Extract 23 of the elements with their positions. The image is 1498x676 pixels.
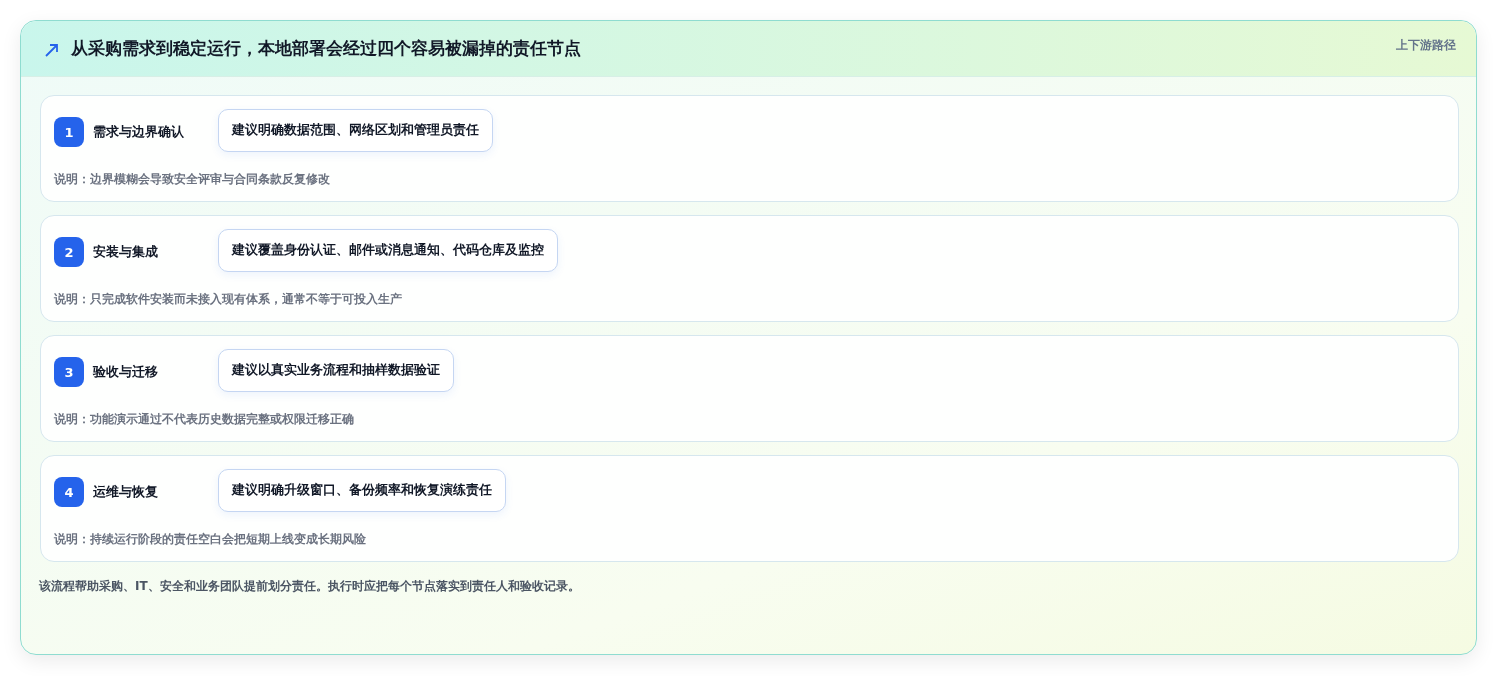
- step-note: 说明：功能演示通过不代表历史数据完整或权限迁移正确: [54, 411, 354, 428]
- step-number-badge: 2: [54, 237, 84, 267]
- step-number-badge: 4: [54, 477, 84, 507]
- step-card: [40, 95, 1459, 202]
- step-note: 说明：持续运行阶段的责任空白会把短期上线变成长期风险: [54, 531, 366, 548]
- suggestion-box: 建议覆盖身份认证、邮件或消息通知、代码仓库及监控: [218, 229, 558, 272]
- step-card: [40, 335, 1459, 442]
- step-note: 说明：边界模糊会导致安全评审与合同条款反复修改: [54, 171, 330, 188]
- step-number-badge: 1: [54, 117, 84, 147]
- step-card: [40, 215, 1459, 322]
- step-note: 说明：只完成软件安装而未接入现有体系，通常不等于可投入生产: [54, 291, 402, 308]
- step-title: 运维与恢复: [93, 483, 158, 501]
- header-tag: 上下游路径: [1396, 37, 1456, 54]
- step-title: 验收与迁移: [93, 363, 158, 381]
- suggestion-box: 建议明确升级窗口、备份频率和恢复演练责任: [218, 469, 506, 512]
- step-title: 需求与边界确认: [93, 123, 184, 141]
- step-number-badge: 3: [54, 357, 84, 387]
- step-title: 安装与集成: [93, 243, 158, 261]
- heading: 从采购需求到稳定运行，本地部署会经过四个容易被漏掉的责任节点: [71, 37, 581, 60]
- footer-note: 该流程帮助采购、IT、安全和业务团队提前划分责任。执行时应把每个节点落实到责任人和验收记录。: [39, 578, 580, 595]
- suggestion-box: 建议以真实业务流程和抽样数据验证: [218, 349, 454, 392]
- suggestion-box: 建议明确数据范围、网络区划和管理员责任: [218, 109, 493, 152]
- step-card: [40, 455, 1459, 562]
